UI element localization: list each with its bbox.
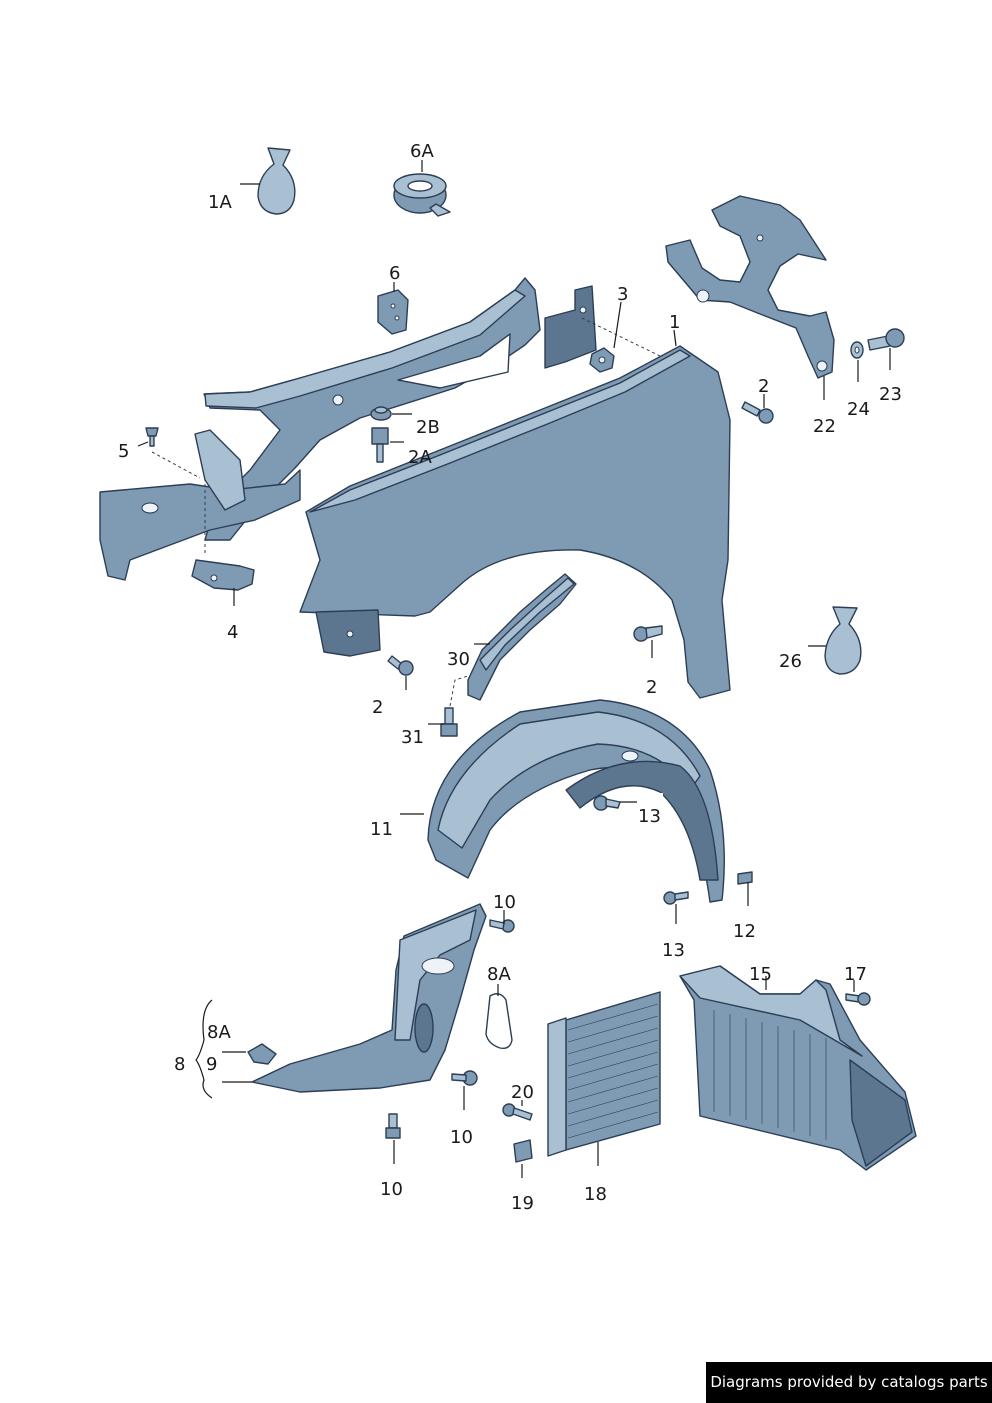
label-10-bottom: 10 — [380, 1179, 403, 1200]
part-10-screw-top[interactable] — [489, 919, 515, 933]
part-11-wheel-housing-liner[interactable] — [427, 699, 725, 903]
part-5-screw[interactable] — [145, 427, 159, 447]
label-2-top: 2 — [758, 376, 769, 397]
label-24: 24 — [847, 399, 870, 420]
label-30: 30 — [447, 649, 470, 670]
part-31-screw[interactable] — [440, 675, 469, 737]
part-17-screw[interactable] — [845, 992, 871, 1006]
label-2A: 2A — [408, 447, 432, 468]
label-8: 8 — [174, 1054, 185, 1075]
leader-lines — [137, 160, 891, 1178]
label-8A-left: 8A — [207, 1022, 231, 1043]
label-1A: 1A — [208, 192, 232, 213]
part-8A-clip-left[interactable] — [247, 1043, 277, 1065]
label-5: 5 — [118, 441, 129, 462]
part-13-screw-lower[interactable] — [663, 891, 689, 905]
part-labels: 1A 6A 6 3 1 2 22 24 23 2B 2A 5 4 26 30 2… — [118, 141, 902, 1214]
label-13-inner: 13 — [638, 806, 661, 827]
part-4-sensor[interactable] — [191, 559, 255, 591]
part-2-screw-top[interactable] — [741, 401, 774, 424]
part-20-screw[interactable] — [502, 1103, 533, 1121]
part-2B-nut[interactable] — [370, 406, 392, 421]
label-31: 31 — [401, 727, 424, 748]
label-13-lower: 13 — [662, 940, 685, 961]
part-8A-seal-right[interactable] — [485, 993, 513, 1050]
label-17: 17 — [844, 964, 867, 985]
part-22-bracket[interactable] — [665, 195, 835, 379]
label-19: 19 — [511, 1193, 534, 1214]
label-20: 20 — [511, 1082, 534, 1103]
label-2-right: 2 — [646, 677, 657, 698]
part-26-sealant-bag[interactable] — [824, 606, 862, 675]
label-6: 6 — [389, 263, 400, 284]
part-12-clip[interactable] — [737, 871, 753, 885]
label-2B: 2B — [416, 417, 440, 438]
part-3-nut[interactable] — [581, 317, 661, 373]
part-30-trim-strip[interactable] — [467, 573, 577, 701]
label-26: 26 — [779, 651, 802, 672]
part-18-radiator[interactable] — [547, 991, 661, 1157]
label-4: 4 — [227, 622, 238, 643]
highlight-box — [637, 793, 663, 815]
label-12: 12 — [733, 921, 756, 942]
part-1A-sealant-bag[interactable] — [257, 147, 296, 215]
part-6-bracket[interactable] — [377, 289, 409, 335]
label-15: 15 — [749, 964, 772, 985]
part-front-member[interactable] — [99, 277, 597, 581]
label-9: 9 — [206, 1054, 217, 1075]
label-11: 11 — [370, 819, 393, 840]
label-2-left: 2 — [372, 697, 383, 718]
part-24-washer[interactable] — [850, 341, 864, 359]
part-19-clip[interactable] — [513, 1139, 533, 1163]
label-23: 23 — [879, 384, 902, 405]
label-1: 1 — [669, 312, 680, 333]
label-10-mid: 10 — [450, 1127, 473, 1148]
label-6A: 6A — [410, 141, 434, 162]
part-9-underbody-panel[interactable] — [251, 903, 487, 1093]
label-3: 3 — [617, 284, 628, 305]
part-2-screw-right[interactable] — [633, 625, 663, 642]
part-6A-tape-roll[interactable] — [393, 173, 451, 217]
label-10-top: 10 — [493, 892, 516, 913]
label-18: 18 — [584, 1184, 607, 1205]
part-10-screw-mid[interactable] — [451, 1070, 478, 1086]
part-10-screw-bottom[interactable] — [385, 1113, 401, 1139]
part-13-screw-inner[interactable] — [593, 795, 621, 811]
label-8A-right: 8A — [487, 964, 511, 985]
credit-banner: Diagrams provided by catalogs parts — [706, 1362, 992, 1403]
part-15-air-guide[interactable] — [679, 965, 917, 1171]
label-22: 22 — [813, 416, 836, 437]
part-1-fender[interactable] — [299, 345, 731, 699]
part-23-bolt[interactable] — [867, 328, 905, 351]
part-2A-bolt[interactable] — [371, 427, 389, 463]
part-2-screw-left[interactable] — [387, 655, 414, 676]
